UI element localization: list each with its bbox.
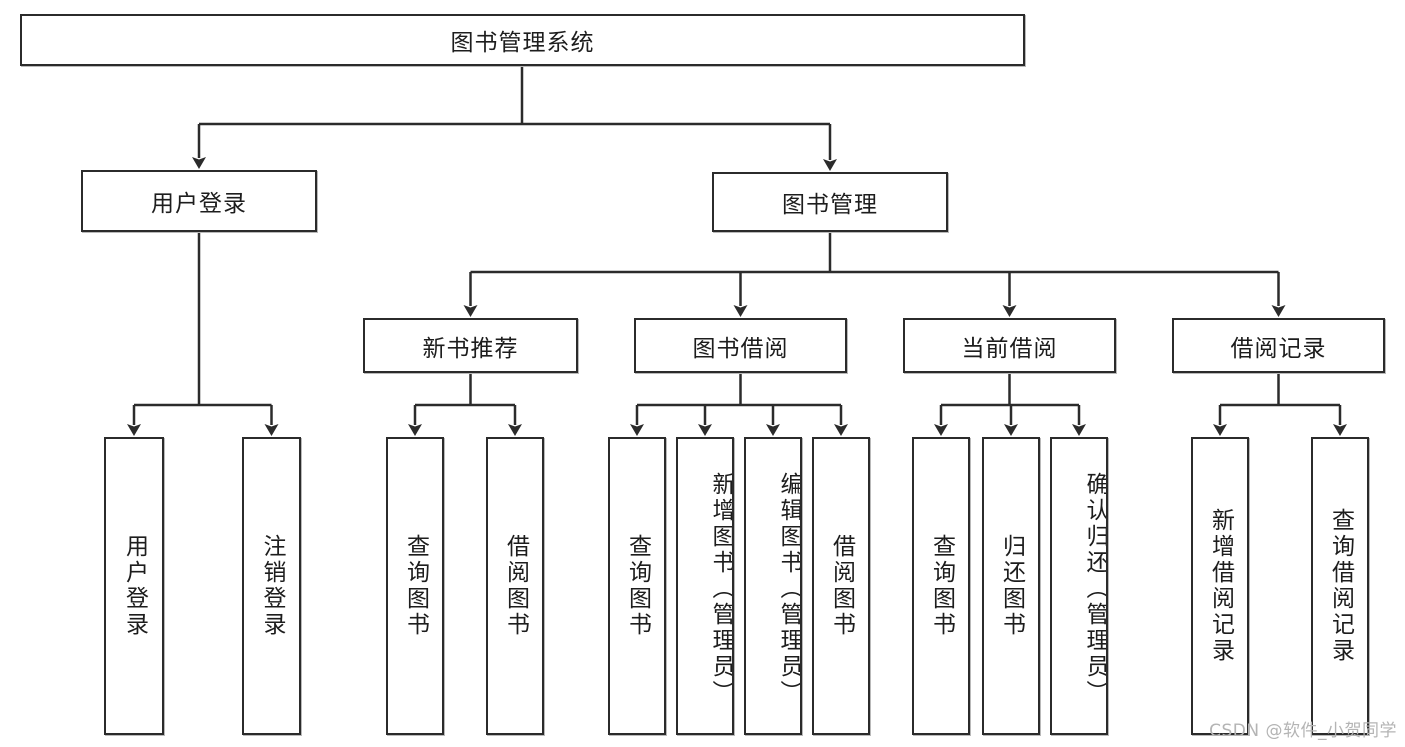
node-book-manage: 图书管理 — [712, 172, 948, 232]
node-return-book: 归还图书 — [982, 437, 1040, 735]
node-label-book-manage: 图书管理 — [782, 192, 878, 218]
node-label-add-borrow-record: 新增借阅记录 — [1207, 508, 1234, 664]
node-confirm-return-admin: 确认归还（管理员） — [1050, 437, 1108, 735]
node-label-confirm-return-admin: 确认归还（管理员） — [1082, 472, 1106, 706]
node-borrow-record: 借阅记录 — [1172, 318, 1385, 373]
node-user-login: 用户登录 — [81, 170, 317, 232]
node-label-borrow-book-2: 借阅图书 — [828, 534, 855, 638]
node-label-borrow-book-1: 借阅图书 — [502, 534, 529, 638]
node-label-borrow-record: 借阅记录 — [1230, 335, 1327, 362]
node-query-book-3: 查询图书 — [912, 437, 970, 735]
node-label-user-login-do: 用户登录 — [121, 534, 148, 638]
node-label-query-book-1: 查询图书 — [402, 534, 429, 638]
node-label-query-borrow-record: 查询借阅记录 — [1327, 508, 1354, 664]
node-label-new-book-recommend: 新书推荐 — [422, 335, 519, 362]
node-query-borrow-record: 查询借阅记录 — [1311, 437, 1369, 735]
node-query-book-2: 查询图书 — [608, 437, 666, 735]
node-label-user-logout: 注销登录 — [259, 534, 285, 638]
node-label-user-login: 用户登录 — [151, 191, 247, 217]
csdn-watermark: CSDN @软件_小贺同学 — [1209, 721, 1397, 741]
node-add-borrow-record: 新增借阅记录 — [1191, 437, 1249, 735]
node-add-book-admin: 新增图书（管理员） — [676, 437, 734, 735]
node-label-query-book-2: 查询图书 — [624, 534, 651, 638]
node-user-login-do: 用户登录 — [104, 437, 164, 735]
node-book-borrow: 图书借阅 — [634, 318, 847, 373]
node-borrow-book-1: 借阅图书 — [486, 437, 544, 735]
node-label-edit-book-admin: 编辑图书（管理员） — [776, 472, 800, 706]
node-root: 图书管理系统 — [20, 14, 1025, 66]
node-borrow-book-2: 借阅图书 — [812, 437, 870, 735]
node-label-root: 图书管理系统 — [450, 30, 595, 56]
node-label-book-borrow: 图书借阅 — [692, 335, 789, 362]
node-edit-book-admin: 编辑图书（管理员） — [744, 437, 802, 735]
node-label-add-book-admin: 新增图书（管理员） — [708, 472, 732, 706]
node-query-book-1: 查询图书 — [386, 437, 444, 735]
node-new-book-recommend: 新书推荐 — [363, 318, 578, 373]
node-user-logout: 注销登录 — [242, 437, 301, 735]
node-label-current-borrow: 当前借阅 — [961, 335, 1058, 362]
node-current-borrow: 当前借阅 — [903, 318, 1116, 373]
node-label-query-book-3: 查询图书 — [928, 534, 955, 638]
node-label-return-book: 归还图书 — [998, 534, 1025, 638]
